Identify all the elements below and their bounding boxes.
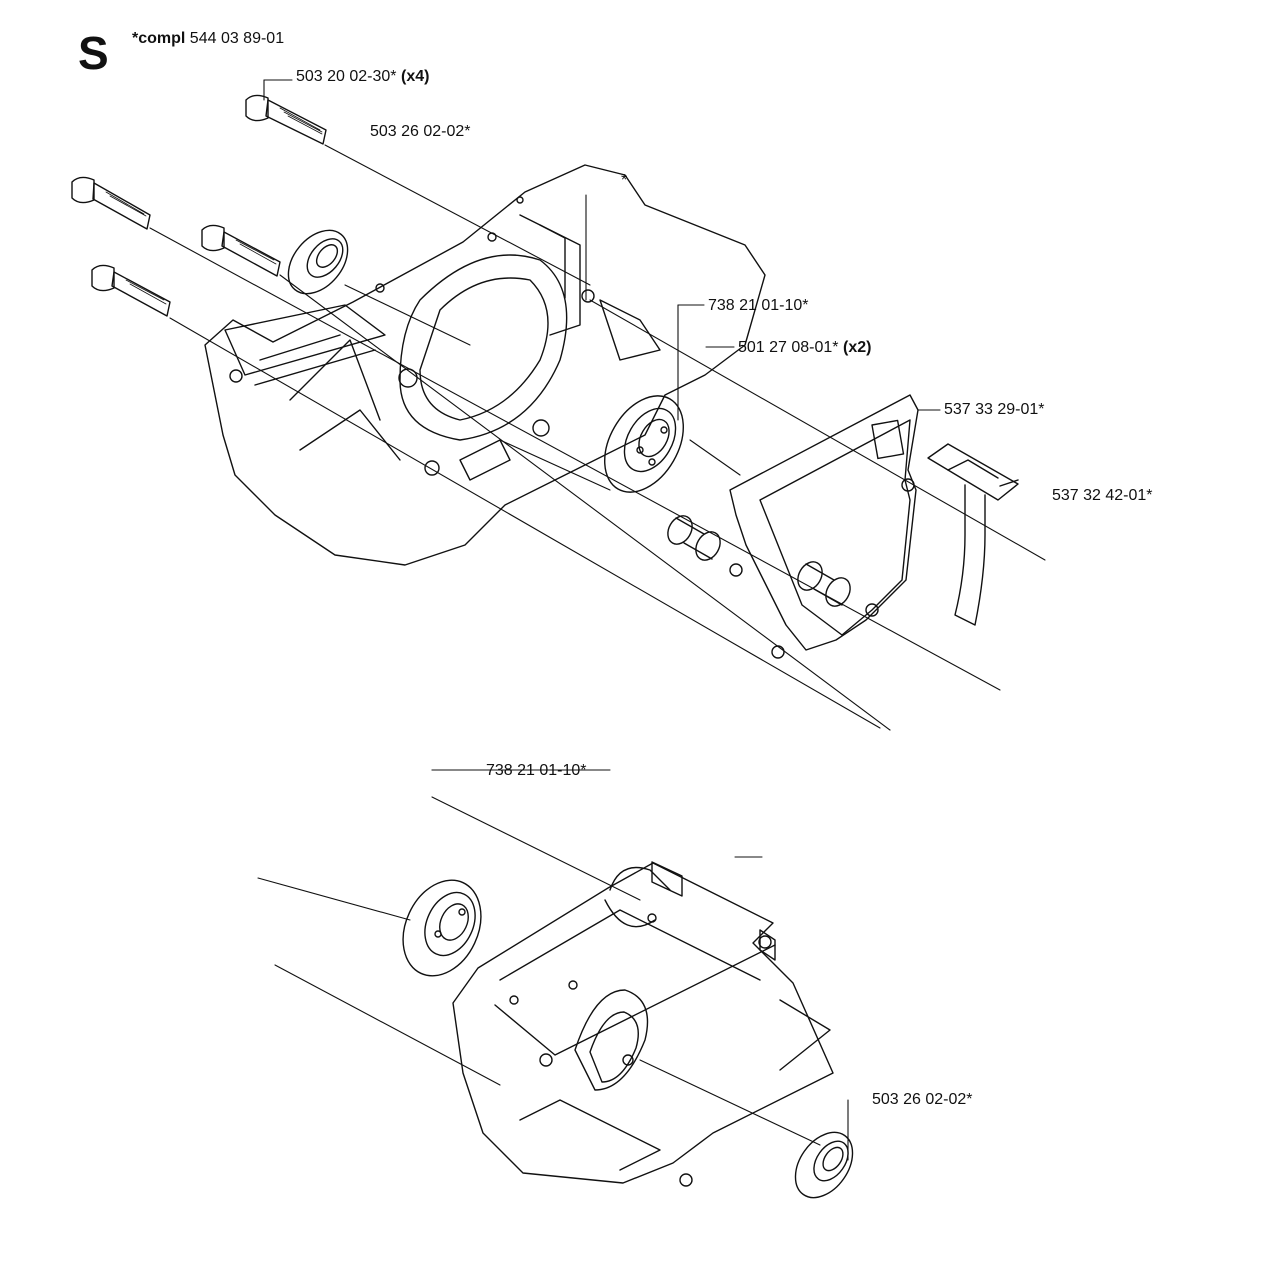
- screw-upper: [245, 94, 327, 145]
- label-sleeve-501-27-08-01: 501 27 08-01* (x2): [738, 339, 871, 357]
- bearing-bottom: [402, 879, 482, 977]
- complete-assembly-note: *compl 544 03 89-01: [132, 30, 284, 48]
- label-bracket-537-32-42-01: 537 32 42-01*: [1052, 487, 1153, 504]
- bracket: [927, 443, 1019, 626]
- sleeve-a: [667, 515, 721, 561]
- screw-left-1: [71, 176, 151, 230]
- part-number: 501 27 08-01*: [738, 339, 839, 356]
- part-qty: (x4): [400, 68, 430, 85]
- leader-lines-bottom: [257, 769, 849, 1161]
- leader-lines-top: [149, 79, 1046, 731]
- part-qty: (x2): [842, 339, 872, 356]
- part-number: 503 20 02-30*: [296, 68, 397, 85]
- compl-number: 544 03 89-01: [189, 30, 285, 47]
- label-seal-503-26-02-02-top: 503 26 02-02*: [370, 123, 471, 140]
- section-letter: S: [78, 27, 109, 79]
- label-screw-503-20-02-30: 503 20 02-30* (x4): [296, 68, 429, 86]
- screw-left-3: [91, 264, 171, 317]
- bearing-top: [604, 395, 684, 493]
- compl-prefix: *compl: [132, 30, 186, 47]
- seal-bottom: [794, 1131, 854, 1199]
- crankcase-half-bottom: [452, 861, 834, 1187]
- seal-top: [287, 229, 349, 295]
- gasket: [729, 394, 919, 659]
- screw-left-2: [201, 224, 281, 277]
- crankcase-half-top: [204, 164, 766, 566]
- label-asterisk: *: [621, 172, 628, 189]
- label-gasket-537-33-29-01: 537 33 29-01*: [944, 401, 1045, 418]
- sleeve-b: [797, 561, 851, 607]
- label-seal-503-26-02-02-bottom: 503 26 02-02*: [872, 1091, 973, 1108]
- label-bearing-738-21-01-10-top: 738 21 01-10*: [708, 297, 809, 314]
- label-bearing-738-21-01-10-bottom: 738 21 01-10*: [486, 762, 587, 779]
